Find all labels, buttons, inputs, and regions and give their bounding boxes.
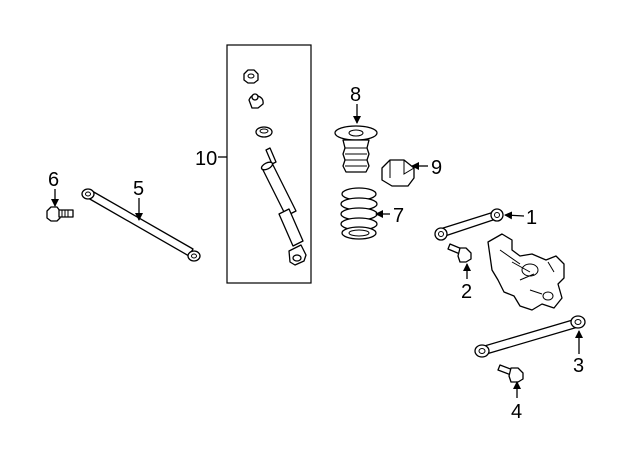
leader-1	[504, 211, 525, 220]
bump-stopper-part[interactable]	[334, 125, 378, 173]
lateral-rod-part[interactable]	[81, 188, 201, 262]
bolt-6-part[interactable]	[46, 206, 74, 222]
callout-5[interactable]: 5	[133, 178, 144, 200]
callout-4[interactable]: 4	[511, 401, 522, 423]
callout-6[interactable]: 6	[48, 169, 59, 191]
callout-10[interactable]: 10	[195, 148, 217, 170]
shock-absorber-part[interactable]	[243, 69, 307, 266]
bolt-4-part[interactable]	[497, 364, 524, 383]
callout-7[interactable]: 7	[393, 205, 404, 227]
callout-9[interactable]: 9	[431, 157, 442, 179]
upper-control-arm-part[interactable]	[434, 208, 504, 241]
callout-8[interactable]: 8	[350, 84, 361, 106]
callout-2[interactable]: 2	[461, 281, 472, 303]
callout-1[interactable]: 1	[526, 207, 537, 229]
axle-bracket-part	[487, 233, 565, 311]
lower-control-arm-part[interactable]	[474, 315, 586, 358]
bolt-2-part[interactable]	[447, 243, 472, 263]
coil-spring-part[interactable]	[340, 187, 378, 240]
bump-bracket-part[interactable]	[381, 159, 415, 187]
callout-3[interactable]: 3	[573, 355, 584, 377]
shock-absorber-group-box	[226, 44, 312, 284]
